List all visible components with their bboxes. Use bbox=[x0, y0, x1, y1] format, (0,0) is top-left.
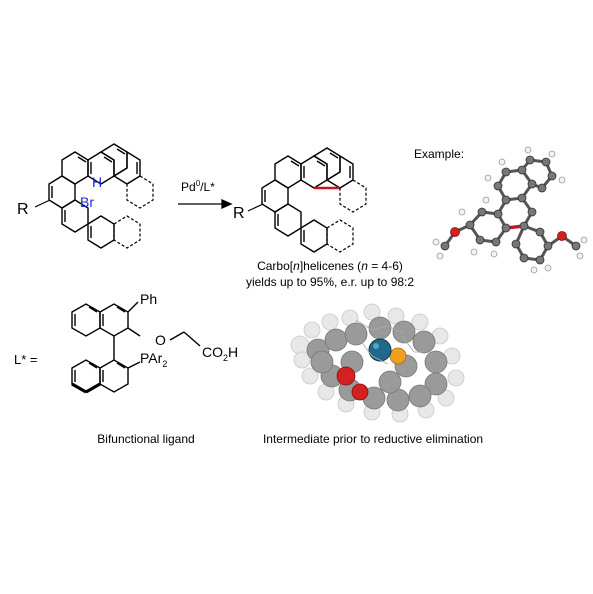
reactant-substituent-bond bbox=[34, 199, 51, 208]
ligand-label: L* = bbox=[14, 352, 38, 367]
ligand-o-label: O bbox=[155, 332, 166, 348]
reaction-arrow bbox=[178, 198, 233, 210]
ligand-par2-label: PAr2 bbox=[140, 350, 167, 369]
ligand-caption: Bifunctional ligand bbox=[97, 432, 194, 446]
ligand-structure bbox=[71, 301, 201, 394]
intermediate-caption: Intermediate prior to reductive eliminat… bbox=[263, 432, 483, 446]
ligand-ph-label: Ph bbox=[140, 291, 157, 307]
product-structure bbox=[261, 147, 354, 253]
product-substituent-bond bbox=[247, 203, 264, 212]
product-caption-line2: yields up to 95%, e.r. up to 98:2 bbox=[246, 275, 414, 289]
product-optional-rings bbox=[326, 179, 367, 253]
product-r-label: R bbox=[233, 205, 245, 222]
ligand-co2h-label: CO2H bbox=[202, 344, 238, 363]
reactant-r-label: R bbox=[17, 201, 29, 218]
reactant-structure bbox=[48, 143, 141, 249]
conditions-label: Pd0/L* bbox=[181, 179, 215, 194]
reactant-br-label: Br bbox=[80, 194, 94, 210]
reactant-optional-rings bbox=[113, 175, 154, 249]
example-label: Example: bbox=[414, 147, 464, 161]
example-ball-and-stick-model bbox=[432, 146, 588, 274]
product-caption-line1: Carbo[n]helicenes (n = 4-6) bbox=[257, 259, 403, 273]
intermediate-space-filling-model bbox=[290, 303, 465, 423]
reactant-h-label: H bbox=[92, 174, 102, 190]
